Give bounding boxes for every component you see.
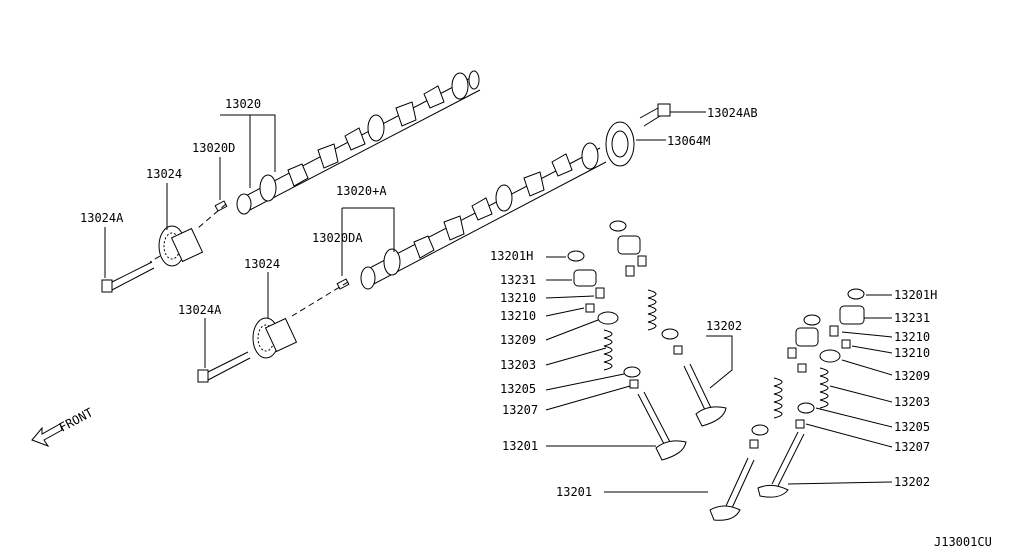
camshaft-exhaust	[360, 142, 607, 290]
callout-sprocket-upper: 13024	[146, 167, 182, 181]
callout-retainer-right: 13209	[894, 369, 930, 383]
callout-vtc-sprocket: 13064M	[667, 134, 710, 148]
callout-retainer-left: 13209	[500, 333, 536, 347]
camshaft-intake	[236, 70, 481, 215]
valve-stack-left	[567, 250, 687, 461]
sprocket-lower	[252, 317, 298, 359]
vtc-sprocket	[605, 121, 635, 167]
front-arrow	[31, 423, 63, 448]
callout-camshaft-exhaust: 13020+A	[336, 184, 387, 198]
callout-lifter-right: 13231	[894, 311, 930, 325]
callout-shim-right: 13201H	[894, 288, 937, 302]
bolt-vtc	[639, 103, 671, 127]
callout-sprocket-lower: 13024	[244, 257, 280, 271]
dowel-pin-exhaust	[336, 278, 350, 290]
bolt-upper	[101, 261, 155, 293]
callout-collet-left-a: 13210	[500, 291, 536, 305]
bolt-lower	[197, 351, 251, 383]
callout-seal-right: 13207	[894, 440, 930, 454]
callout-seal-left: 13207	[502, 403, 538, 417]
front-label: FRONT	[57, 405, 95, 434]
callout-bolt-vtc: 13024AB	[707, 106, 758, 120]
callout-dowel-exhaust: 13020DA	[312, 231, 363, 245]
dowel-pin-intake	[214, 200, 228, 212]
callout-spring-right: 13203	[894, 395, 930, 409]
valve-stack-bottom	[709, 314, 821, 521]
callout-lifter-left: 13231	[500, 273, 536, 287]
callout-seat-right: 13205	[894, 420, 930, 434]
callout-collet-right-b: 13210	[894, 346, 930, 360]
callout-valve-exhaust-mid: 13202	[706, 319, 742, 333]
callout-collet-left-b: 13210	[500, 309, 536, 323]
callout-collet-right-a: 13210	[894, 330, 930, 344]
valve-stack-right	[757, 288, 865, 498]
callout-valve-intake-left: 13201	[502, 439, 538, 453]
callout-shim-left: 13201H	[490, 249, 533, 263]
diagram-code: J13001CU	[934, 535, 992, 549]
sprocket-upper	[158, 225, 204, 267]
valve-stack-mid	[609, 220, 727, 427]
leader-lines	[104, 111, 893, 493]
callout-valve-intake-bottom: 13201	[556, 485, 592, 499]
callout-bolt-upper: 13024A	[80, 211, 124, 225]
callout-dowel-intake: 13020D	[192, 141, 235, 155]
callout-camshaft-intake: 13020	[225, 97, 261, 111]
callout-spring-left: 13203	[500, 358, 536, 372]
callout-seat-left: 13205	[500, 382, 536, 396]
callout-bolt-lower: 13024A	[178, 303, 222, 317]
callout-valve-exhaust-right: 13202	[894, 475, 930, 489]
